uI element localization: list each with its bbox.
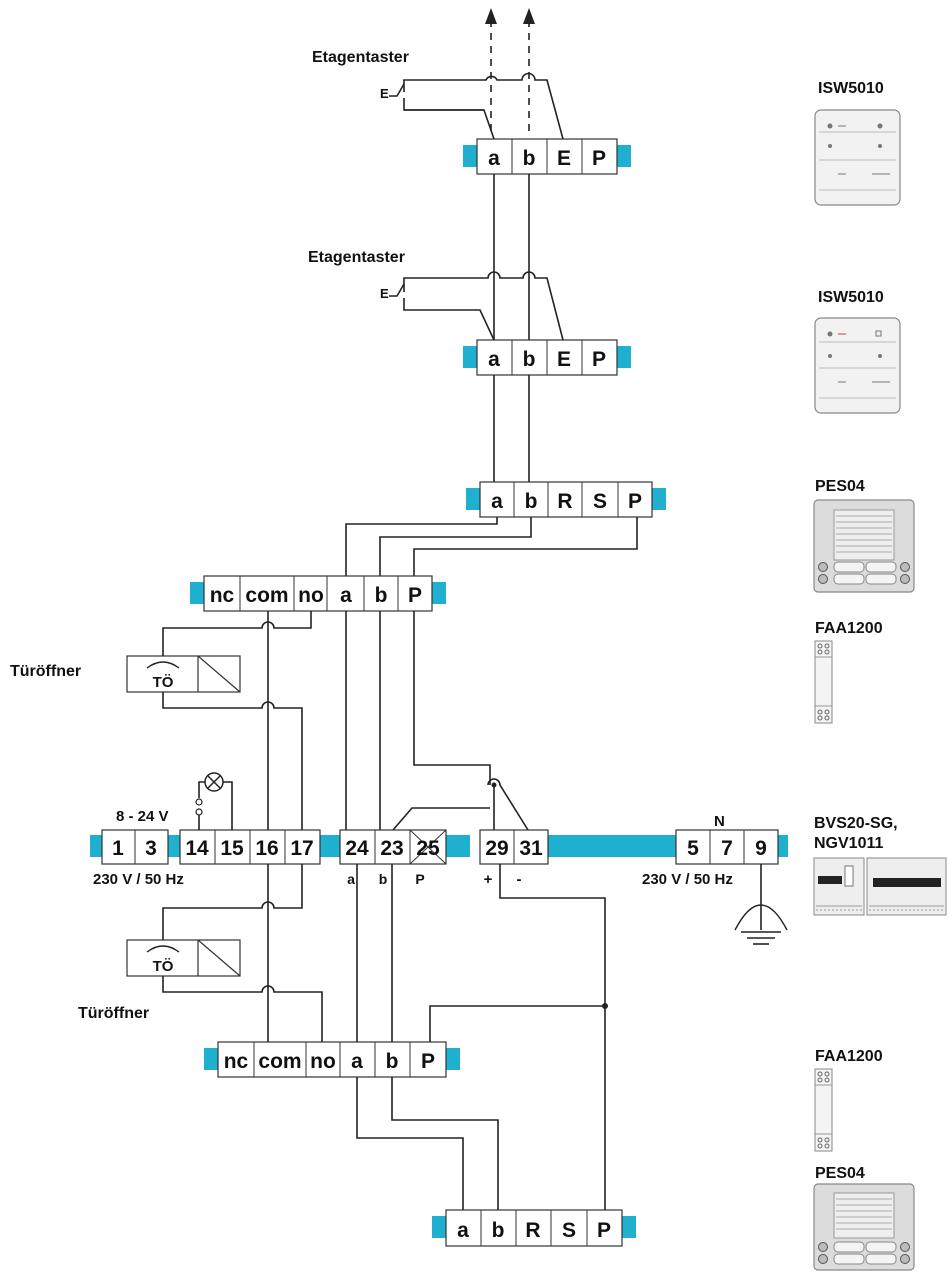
device-name: FAA1200: [815, 1048, 883, 1065]
terminal-label: nc: [210, 584, 235, 607]
terminal-label: 25: [416, 837, 440, 860]
device-name: ISW5010: [818, 289, 884, 306]
terminal-label: 14: [185, 837, 209, 860]
faa2-terminal-strip: nc com no a b P: [204, 1041, 460, 1078]
tueroeffner-label: Türöffner: [10, 663, 81, 680]
bvs-relay-terminals: 14 15 16 17: [179, 829, 321, 865]
device-name: NGV1011: [814, 835, 883, 852]
terminal-label: E: [557, 348, 571, 371]
device-faa1200-1: FAA1200: [814, 620, 883, 724]
device-name: FAA1200: [815, 620, 883, 637]
terminal-label: b: [375, 584, 388, 607]
terminal-label: S: [562, 1219, 576, 1242]
terminal-label: 3: [145, 837, 157, 860]
floor-button-2: Etagentaster E: [308, 249, 564, 341]
terminal-label: 1: [112, 837, 124, 860]
terminal-label: 5: [687, 837, 699, 860]
terminal-label: P: [421, 1050, 435, 1073]
to-label: TÖ: [153, 674, 174, 691]
terminal-label: 15: [220, 837, 244, 860]
bvs-rail: [90, 835, 788, 857]
device-name: ISW5010: [818, 80, 884, 97]
terminal-label: R: [525, 1219, 540, 1242]
terminal-label: a: [488, 348, 500, 371]
pes1-terminal-strip: a b R S P: [466, 481, 666, 518]
terminal-label: com: [258, 1050, 301, 1073]
riser-arrows: [485, 8, 535, 132]
device-isw5010-1: ISW5010: [814, 80, 901, 206]
terminal-label: a: [340, 584, 352, 607]
terminal-label: 23: [380, 837, 403, 860]
device-isw5010-2: ISW5010: [814, 289, 901, 414]
bvs-bus-terminals: 24 23 25: [339, 829, 447, 865]
terminal-label: 24: [345, 837, 369, 860]
minus-label: -: [517, 871, 522, 888]
device-pes04-2: PES04: [813, 1165, 915, 1271]
terminal-label: b: [523, 348, 536, 371]
terminal-label: 17: [290, 837, 313, 860]
bus-label-p: P: [415, 871, 424, 887]
terminal-label: 7: [721, 837, 733, 860]
mains-label-left: 230 V / 50 Hz: [93, 871, 184, 888]
terminal-label: P: [592, 348, 606, 371]
device-bvs20-ngv1011: BVS20-SG, NGV1011: [813, 815, 947, 916]
terminal-label: b: [523, 147, 536, 170]
bvs-mains-left-terminals: 1 3: [101, 829, 169, 865]
faa1-terminal-strip: nc com no a b P: [190, 575, 446, 612]
to-label: TÖ: [153, 958, 174, 975]
mains-label-right: 230 V / 50 Hz: [642, 871, 733, 888]
device-name: BVS20-SG,: [814, 815, 898, 832]
voltage-label: 8 - 24 V: [116, 808, 169, 825]
terminal-label: 9: [755, 837, 767, 860]
terminal-label: 31: [519, 837, 543, 860]
bus-label-b: b: [379, 871, 388, 887]
terminal-label: P: [408, 584, 422, 607]
device-name: PES04: [815, 1165, 865, 1182]
bvs-mains-right-terminals: 5 7 9: [675, 829, 779, 865]
door-opener-2: TÖ Türöffner: [78, 939, 323, 1044]
bvs-dc-terminals: 29 31: [479, 829, 549, 865]
device-pes04-1: PES04: [813, 478, 915, 593]
terminal-label: b: [386, 1050, 399, 1073]
floor-button-1: Etagentaster E: [312, 49, 564, 140]
terminal-label: P: [597, 1219, 611, 1242]
terminal-label: a: [457, 1219, 469, 1242]
tueroeffner-label: Türöffner: [78, 1005, 149, 1022]
terminal-label: R: [557, 490, 572, 513]
bus-label-a: a: [347, 871, 355, 887]
terminal-label: 29: [485, 837, 508, 860]
terminal-label: b: [525, 490, 538, 513]
terminal-label: S: [593, 490, 607, 513]
terminal-label: P: [628, 490, 642, 513]
terminal-label: P: [592, 147, 606, 170]
terminal-label: no: [310, 1050, 336, 1073]
terminal-label: a: [351, 1050, 363, 1073]
pes2-terminal-strip: a b R S P: [432, 1209, 636, 1247]
isw1-terminal-strip: a b E P: [463, 138, 631, 175]
etagentaster-label: Etagentaster: [308, 249, 405, 266]
lamp-circuit: [195, 772, 233, 830]
switch-label: E: [380, 286, 389, 301]
terminal-label: a: [488, 147, 500, 170]
etagentaster-label: Etagentaster: [312, 49, 409, 66]
ground-symbol: [734, 864, 788, 945]
terminal-label: b: [492, 1219, 505, 1242]
neutral-label: N: [714, 813, 725, 830]
isw2-terminal-strip: a b E P: [463, 339, 631, 376]
terminal-label: a: [491, 490, 503, 513]
plus-label: +: [484, 871, 493, 888]
terminal-label: com: [245, 584, 288, 607]
door-opener-1: Türöffner TÖ: [10, 611, 312, 830]
terminal-label: nc: [224, 1050, 249, 1073]
device-faa1200-2: FAA1200: [814, 1048, 883, 1152]
terminal-label: no: [298, 584, 324, 607]
switch-label: E: [380, 86, 389, 101]
terminal-label: 16: [255, 837, 278, 860]
device-name: PES04: [815, 478, 865, 495]
terminal-label: E: [557, 147, 571, 170]
